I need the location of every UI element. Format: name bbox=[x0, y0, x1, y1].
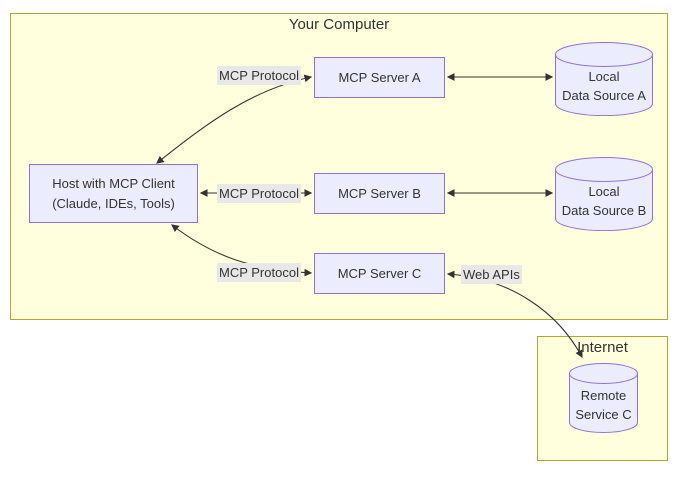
database-cylinder-icon bbox=[555, 42, 653, 116]
local-data-source-b-label-line2: Data Source B bbox=[561, 203, 647, 218]
mcp-server-a-label: MCP Server A bbox=[338, 69, 421, 85]
mcp-server-a-node: MCP Server A bbox=[314, 57, 445, 98]
local-data-source-b-node: Local Data Source B bbox=[555, 157, 653, 231]
local-data-source-a-node: Local Data Source A bbox=[555, 42, 653, 116]
host-node: Host with MCP Client (Claude, IDEs, Tool… bbox=[29, 164, 198, 223]
remote-service-c-node: Remote Service C bbox=[569, 363, 638, 433]
host-node-label-line2: (Claude, IDEs, Tools) bbox=[52, 195, 175, 211]
database-cylinder-icon bbox=[555, 157, 653, 231]
mcp-server-b-label: MCP Server B bbox=[338, 185, 421, 201]
host-node-label-line1: Host with MCP Client bbox=[52, 175, 175, 191]
local-data-source-a-label-line2: Data Source A bbox=[562, 88, 646, 103]
mcp-server-c-node: MCP Server C bbox=[314, 253, 445, 294]
your-computer-cluster-title: Your Computer bbox=[288, 16, 390, 33]
remote-service-c-label-line1: Remote bbox=[580, 388, 627, 403]
edge-label-mcp-protocol-c: MCP Protocol bbox=[217, 263, 301, 282]
mcp-server-c-label: MCP Server C bbox=[337, 265, 422, 281]
database-cylinder-icon bbox=[569, 363, 638, 433]
local-data-source-a-label-line1: Local bbox=[588, 69, 620, 84]
edge-label-web-apis: Web APIs bbox=[461, 265, 522, 284]
remote-service-c-label-line2: Service C bbox=[575, 407, 632, 422]
edge-host-server-a bbox=[156, 74, 313, 164]
edge-label-mcp-protocol-b: MCP Protocol bbox=[217, 184, 301, 203]
internet-cluster-title: Internet bbox=[577, 339, 628, 356]
mcp-server-b-node: MCP Server B bbox=[314, 173, 445, 214]
local-data-source-b-label-line1: Local bbox=[588, 184, 620, 199]
edge-server-c-remote-service bbox=[446, 270, 583, 359]
edge-label-mcp-protocol-a: MCP Protocol bbox=[217, 66, 301, 85]
